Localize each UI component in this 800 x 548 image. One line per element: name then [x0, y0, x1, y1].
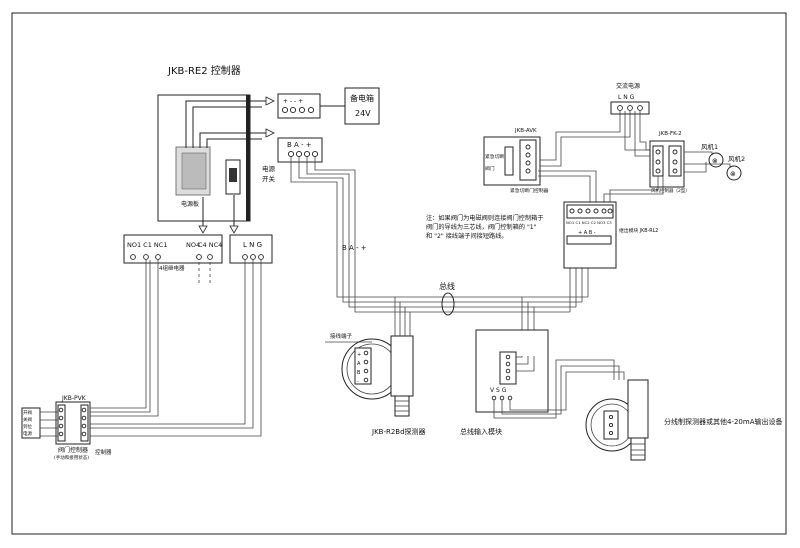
detector-side-label: 接线端子	[330, 332, 353, 340]
pvk-caption: 阀门控制器	[58, 446, 88, 454]
output-module-bus: + A B -	[578, 230, 596, 236]
power-switch-label-2: 开关	[262, 174, 276, 183]
relay-terminal-labels-2: NO4	[186, 241, 200, 249]
pvk-label-open: 开阀	[23, 409, 32, 416]
pvk-right-label: 控制器	[95, 448, 112, 456]
avk-title: JKB-AVK	[514, 128, 537, 134]
power-switch-lever	[229, 168, 237, 182]
detector-body	[390, 335, 414, 397]
avk-side-1: 紧急切断	[485, 153, 504, 160]
split-detector-caption: 分线制探测器或其他4-20mA输出设备	[664, 417, 783, 426]
detector-caption: JKB-R2Bd探测器	[371, 427, 426, 436]
fan-2-icon	[726, 165, 742, 181]
relay-terminal-block	[123, 234, 223, 264]
backup-power-voltage: 24V	[355, 109, 371, 118]
detector-term-plus: +	[357, 352, 361, 358]
bus-side-label: B A - +	[342, 244, 367, 252]
avk-caption: 紧急切断门控制器	[510, 187, 549, 194]
power-board-label: 电源板	[181, 200, 199, 208]
output-module-terminals: NO1 C1 NC2 C2 NO3 C3	[566, 220, 612, 225]
svg-text:⊗: ⊗	[730, 170, 736, 178]
pvk-label-power: 电源	[23, 430, 32, 437]
detector-term-b: B	[357, 370, 361, 376]
pvk-subcaption: (手动和接用状态)	[54, 454, 89, 461]
detector-term-minus: -	[357, 379, 359, 385]
input-module-box	[475, 329, 549, 413]
bus-label: 总线	[439, 281, 455, 291]
relay-terminal-labels: NO1 C1 NC1	[127, 241, 167, 249]
input-module-terminals: V S G	[490, 387, 507, 394]
power-terminal-label: L N G	[243, 241, 262, 249]
detector-term-a: A	[357, 361, 361, 367]
arrow-to-relay	[198, 225, 208, 234]
controller-edge	[246, 95, 250, 221]
detector-terminal-block	[354, 347, 372, 385]
power-switch-label-1: 电源	[262, 164, 276, 173]
diagram-frame	[11, 12, 787, 535]
pvk-label-place: 到位	[23, 423, 32, 430]
pvk-label-close: 关阀	[23, 416, 32, 423]
power-board-inner	[181, 152, 207, 190]
fan-1-label: 风机1	[701, 142, 718, 151]
bus-terminal-label: B A - +	[287, 141, 312, 149]
backup-power-title: 备电箱	[350, 93, 374, 103]
bus-ferrite	[441, 292, 455, 316]
arrow-to-backup	[265, 96, 275, 106]
split-detector-nozzle	[630, 437, 646, 461]
pvk-title: JKB-PVK	[61, 395, 87, 402]
ac-power-title: 交流电源	[616, 82, 640, 90]
output-module-caption: 继出模块 JKB-RL2	[619, 227, 658, 234]
backup-terminal-block	[277, 93, 321, 119]
arrow-to-bus	[265, 128, 275, 138]
input-module-caption: 总线输入模块	[460, 427, 502, 436]
pvk-left-terminals	[58, 407, 64, 437]
avk-side-2: 阀门	[485, 165, 495, 172]
bus-cable	[290, 157, 589, 356]
fan-1-icon	[708, 152, 724, 168]
pvk-right-terminals	[81, 407, 87, 437]
ac-power-labels: L N G	[618, 94, 635, 101]
relay-terminal-labels-3: C4 NC4	[198, 241, 222, 249]
backup-terminal-labels: + - - +	[283, 98, 303, 105]
fk-caption: 风机控制器（2型）	[651, 187, 690, 194]
relay-caption: 4组继电器	[159, 264, 185, 272]
svg-text:⊗: ⊗	[712, 157, 718, 165]
note-line-2: 阀门的导线为三芯线，阀门控制箱的 "1"	[426, 223, 537, 231]
note-line-3: 和 "2" 接线端子间接短路线。	[426, 232, 508, 240]
note-line-1: 注：如果阀门为电磁阀则连接阀门控制箱于	[426, 214, 544, 222]
pvk-side-box	[21, 407, 41, 439]
backup-power-box	[344, 87, 380, 125]
arrow-to-power	[229, 225, 239, 234]
split-detector-body	[627, 379, 649, 439]
controller-title: JKB-RE2 控制器	[167, 64, 241, 77]
fk-title: JKB-FK-2	[658, 131, 682, 137]
fan-2-label: 风机2	[728, 154, 745, 163]
